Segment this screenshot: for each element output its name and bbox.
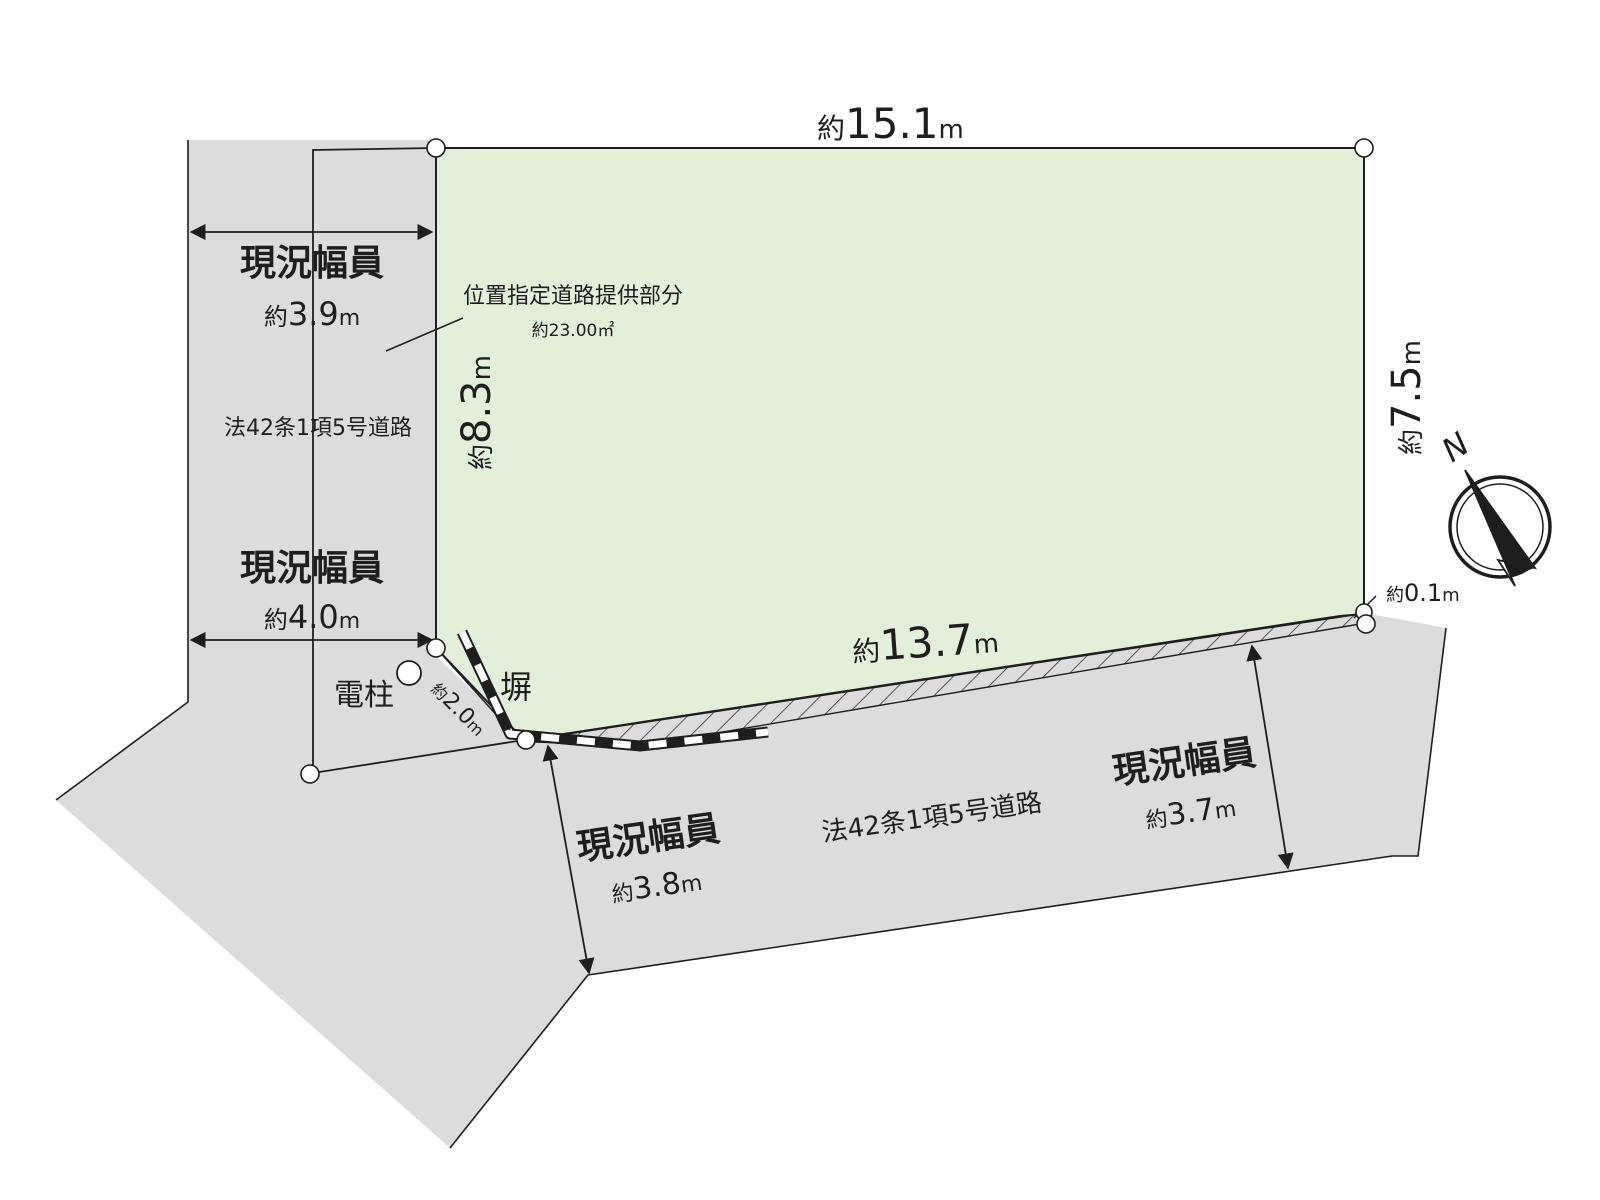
- west-road-width-top-heading: 現況幅員: [240, 243, 384, 284]
- boundary-marker-ne: [1354, 138, 1374, 158]
- provided-road-title: 位置指定道路提供部分: [463, 284, 683, 309]
- south-road-width-right-value: 約3.7m: [1143, 789, 1238, 836]
- top-length-value: 15.1: [845, 99, 939, 148]
- south-road-width-left-unit: m: [679, 871, 704, 899]
- south-road-width-right-number: 3.7: [1165, 792, 1217, 833]
- left-length-label: 約8.3m: [454, 355, 500, 470]
- south-road-width-right-unit: m: [1213, 797, 1238, 825]
- west-road-width-bottom-number: 4.0: [288, 598, 339, 636]
- south-road-width-left-number: 3.8: [631, 866, 683, 907]
- west-road-width-bottom-value: 約4.0m: [264, 598, 360, 636]
- boundary-marker-se: [1356, 614, 1376, 634]
- fence-line: [457, 629, 769, 752]
- provided-road-area: 約23.00㎡: [532, 321, 615, 341]
- top-length-prefix: 約: [817, 112, 845, 145]
- top-length-label: 約15.1m: [817, 99, 964, 148]
- boundary-marker-road-end: [300, 764, 320, 784]
- boundary-marker-nw: [426, 138, 446, 158]
- left-length-value: 8.3: [454, 380, 500, 444]
- setback-prefix: 約: [1386, 585, 1404, 606]
- top-length-unit: m: [939, 115, 964, 145]
- south-road-width-right-arrow: [1246, 644, 1294, 870]
- north-arrow: N: [1435, 425, 1552, 587]
- west-road-width-top-unit: m: [339, 306, 360, 331]
- road-area: [56, 140, 1446, 1148]
- boundary-marker-corner-bottom: [516, 730, 536, 750]
- utility-pole-symbol: [396, 660, 422, 686]
- west-road-left-edge: [55, 140, 189, 801]
- right-length-prefix: 約: [1397, 429, 1427, 455]
- boundary-marker-corner-top: [426, 638, 446, 658]
- corner-cut-line: [435, 647, 511, 731]
- right-length-value: 7.5: [1384, 365, 1430, 429]
- bottom-length-unit: m: [973, 629, 1000, 661]
- provided-road-leader: [385, 317, 464, 352]
- right-length-label: 約7.5m: [1384, 340, 1430, 455]
- south-road-lower-edge: [449, 627, 1447, 1149]
- setback-label: 約0.1m: [1386, 579, 1460, 607]
- west-road-width-bottom-heading: 現況幅員: [240, 548, 384, 589]
- setback-unit: m: [1442, 585, 1460, 606]
- west-road-area: [188, 140, 524, 773]
- south-road-width-left-prefix: 約: [610, 880, 635, 908]
- west-road-type-label: 法42条1項5号道路: [224, 416, 412, 441]
- west-road-width-top-value: 約3.9m: [264, 295, 360, 333]
- west-road-width-bottom-prefix: 約: [264, 606, 288, 634]
- fence-label: 塀: [500, 668, 532, 706]
- south-road-width-left-arrow: [542, 744, 595, 975]
- utility-pole-label: 電柱: [334, 678, 394, 713]
- bottom-length-value: 13.7: [878, 615, 975, 670]
- west-road-width-top-prefix: 約: [264, 303, 288, 331]
- south-road-width-right-prefix: 約: [1144, 806, 1169, 834]
- setback-value: 0.1: [1404, 579, 1442, 607]
- south-road-width-left-value: 約3.8m: [609, 863, 704, 910]
- left-length-unit: m: [467, 355, 497, 380]
- west-road-width-bottom-unit: m: [339, 609, 360, 634]
- west-road-width-top-number: 3.9: [288, 295, 339, 333]
- bottom-length-prefix: 約: [851, 634, 881, 669]
- right-length-unit: m: [1397, 340, 1427, 365]
- bottom-length-label: 約13.7m: [850, 613, 1000, 672]
- north-arrow-letter: N: [1435, 425, 1476, 470]
- left-length-prefix: 約: [467, 444, 497, 470]
- provided-road-outline: [312, 147, 525, 775]
